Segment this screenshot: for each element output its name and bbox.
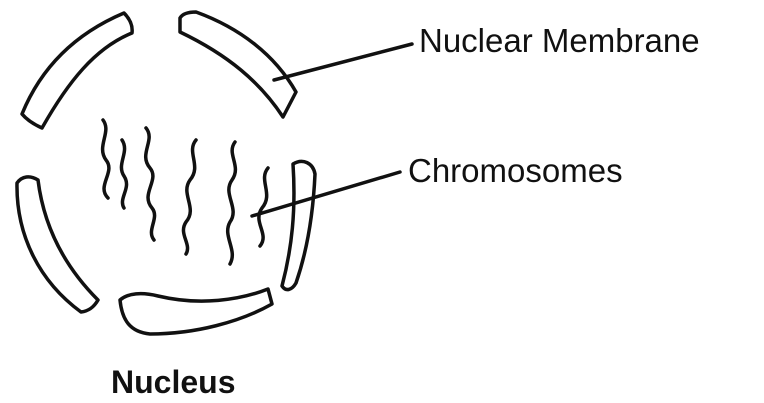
chromosome-1 [103,120,109,198]
chromosomes [103,120,268,264]
nuclear-membrane-label: Nuclear Membrane [419,24,700,57]
diagram-caption: Nucleus [111,366,235,398]
membrane-fragment-top-right [180,12,296,117]
membrane-fragment-right [282,161,315,289]
nuclear-membrane [17,12,315,334]
chromosome-2 [146,128,155,240]
chromosomes-label: Chromosomes [408,154,623,187]
membrane-leader-line [274,44,412,80]
membrane-fragment-left [17,177,98,312]
chromosome-4 [228,142,236,264]
chromosomes-leader-line [252,172,400,216]
chromosome-3 [183,140,196,254]
membrane-fragment-bottom [120,289,272,334]
chromosome-5 [259,168,268,246]
chromosome-6 [121,140,126,208]
membrane-fragment-top-left [22,13,132,128]
